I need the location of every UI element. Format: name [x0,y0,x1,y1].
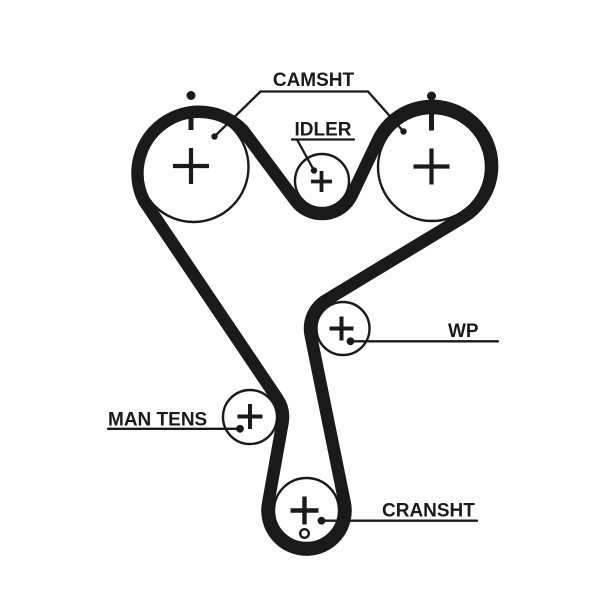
idler-leader-line [295,138,316,172]
camshaft-left-marks [173,91,209,184]
wp-leader-dot-icon [346,337,355,346]
man-tens-leader-dot-icon [236,424,244,433]
manual-tensioner-marks [237,404,263,429]
camsht-leader-line [366,90,405,133]
label-cransht: CRANSHT [382,501,475,522]
crankshaft-marks [290,496,319,540]
label-group-cransht: CRANSHT [317,501,479,525]
label-camsht: CAMSHT [273,70,355,91]
timing-belt [131,99,499,556]
idler-leader-dot-icon [310,167,318,174]
label-group-man-tens: MAN TENS [106,410,244,433]
camsht-leader-dot-icon [211,133,218,140]
label-group-wp: WP [346,321,500,346]
label-group-idler: IDLER [290,120,356,174]
label-wp: WP [448,321,479,342]
camshaft-right-marks [413,91,450,185]
camshaft-left-timing-dot-icon [186,91,196,100]
idler-marks [311,171,332,192]
label-man-tens: MAN TENS [108,410,207,431]
camsht-leader-dot-icon [400,128,407,135]
water-pump-marks [329,316,354,341]
camshaft-right-timing-dot-icon [427,91,436,101]
label-idler: IDLER [295,120,352,141]
camsht-leader-line [213,90,262,138]
crankshaft-keyway-hole-icon [299,528,311,540]
label-group-camsht: CAMSHT [211,70,407,140]
cransht-leader-dot-icon [317,516,326,525]
